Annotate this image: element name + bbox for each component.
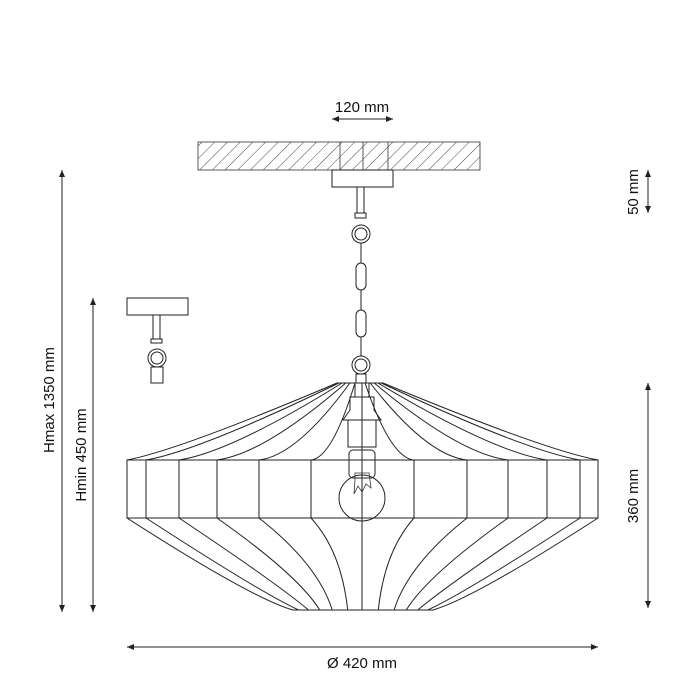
ceiling <box>197 141 481 171</box>
canopy-height-label: 50 mm <box>625 169 642 215</box>
diameter-label: Ø 420 mm <box>327 655 397 672</box>
canopy <box>331 169 394 188</box>
shade-bottom-rib <box>178 517 309 611</box>
shade-bottom-rib <box>405 517 509 611</box>
shade-top-rib <box>126 382 338 461</box>
light-bulb <box>338 382 386 610</box>
shade-top-rib <box>373 382 509 461</box>
shade-top-rib <box>258 382 351 461</box>
shade-bottom-rib <box>310 517 349 611</box>
shade-bottom-rib <box>258 517 333 611</box>
shade-bottom-rib <box>126 517 294 611</box>
canopy-width-label: 120 mm <box>335 99 389 116</box>
shade-bottom-rib <box>377 517 415 611</box>
shade-bottom-rib <box>216 517 321 611</box>
shade-top-rib <box>377 382 548 461</box>
lamp-shade <box>126 382 599 611</box>
shade-top-rib <box>145 382 340 461</box>
shade-top-rib <box>216 382 347 461</box>
dimension-lines <box>59 116 651 650</box>
shade-bottom-rib <box>432 517 599 611</box>
shade-bottom-rib <box>393 517 468 611</box>
shade-bottom-rib <box>417 517 548 611</box>
shade-top-rib <box>382 382 599 461</box>
height-max-label: Hmax 1350 mm <box>41 347 58 453</box>
chain <box>351 186 371 384</box>
shade-top-rib <box>178 382 343 461</box>
short-suspension-detail <box>126 297 189 384</box>
shade-bottom-rib <box>427 517 581 611</box>
shade-top-rib <box>369 382 468 461</box>
shade-top-rib <box>381 382 581 461</box>
height-min-label: Hmin 450 mm <box>73 408 90 501</box>
shade-height-label: 360 mm <box>625 469 642 523</box>
shade-bottom-rib <box>145 517 299 611</box>
